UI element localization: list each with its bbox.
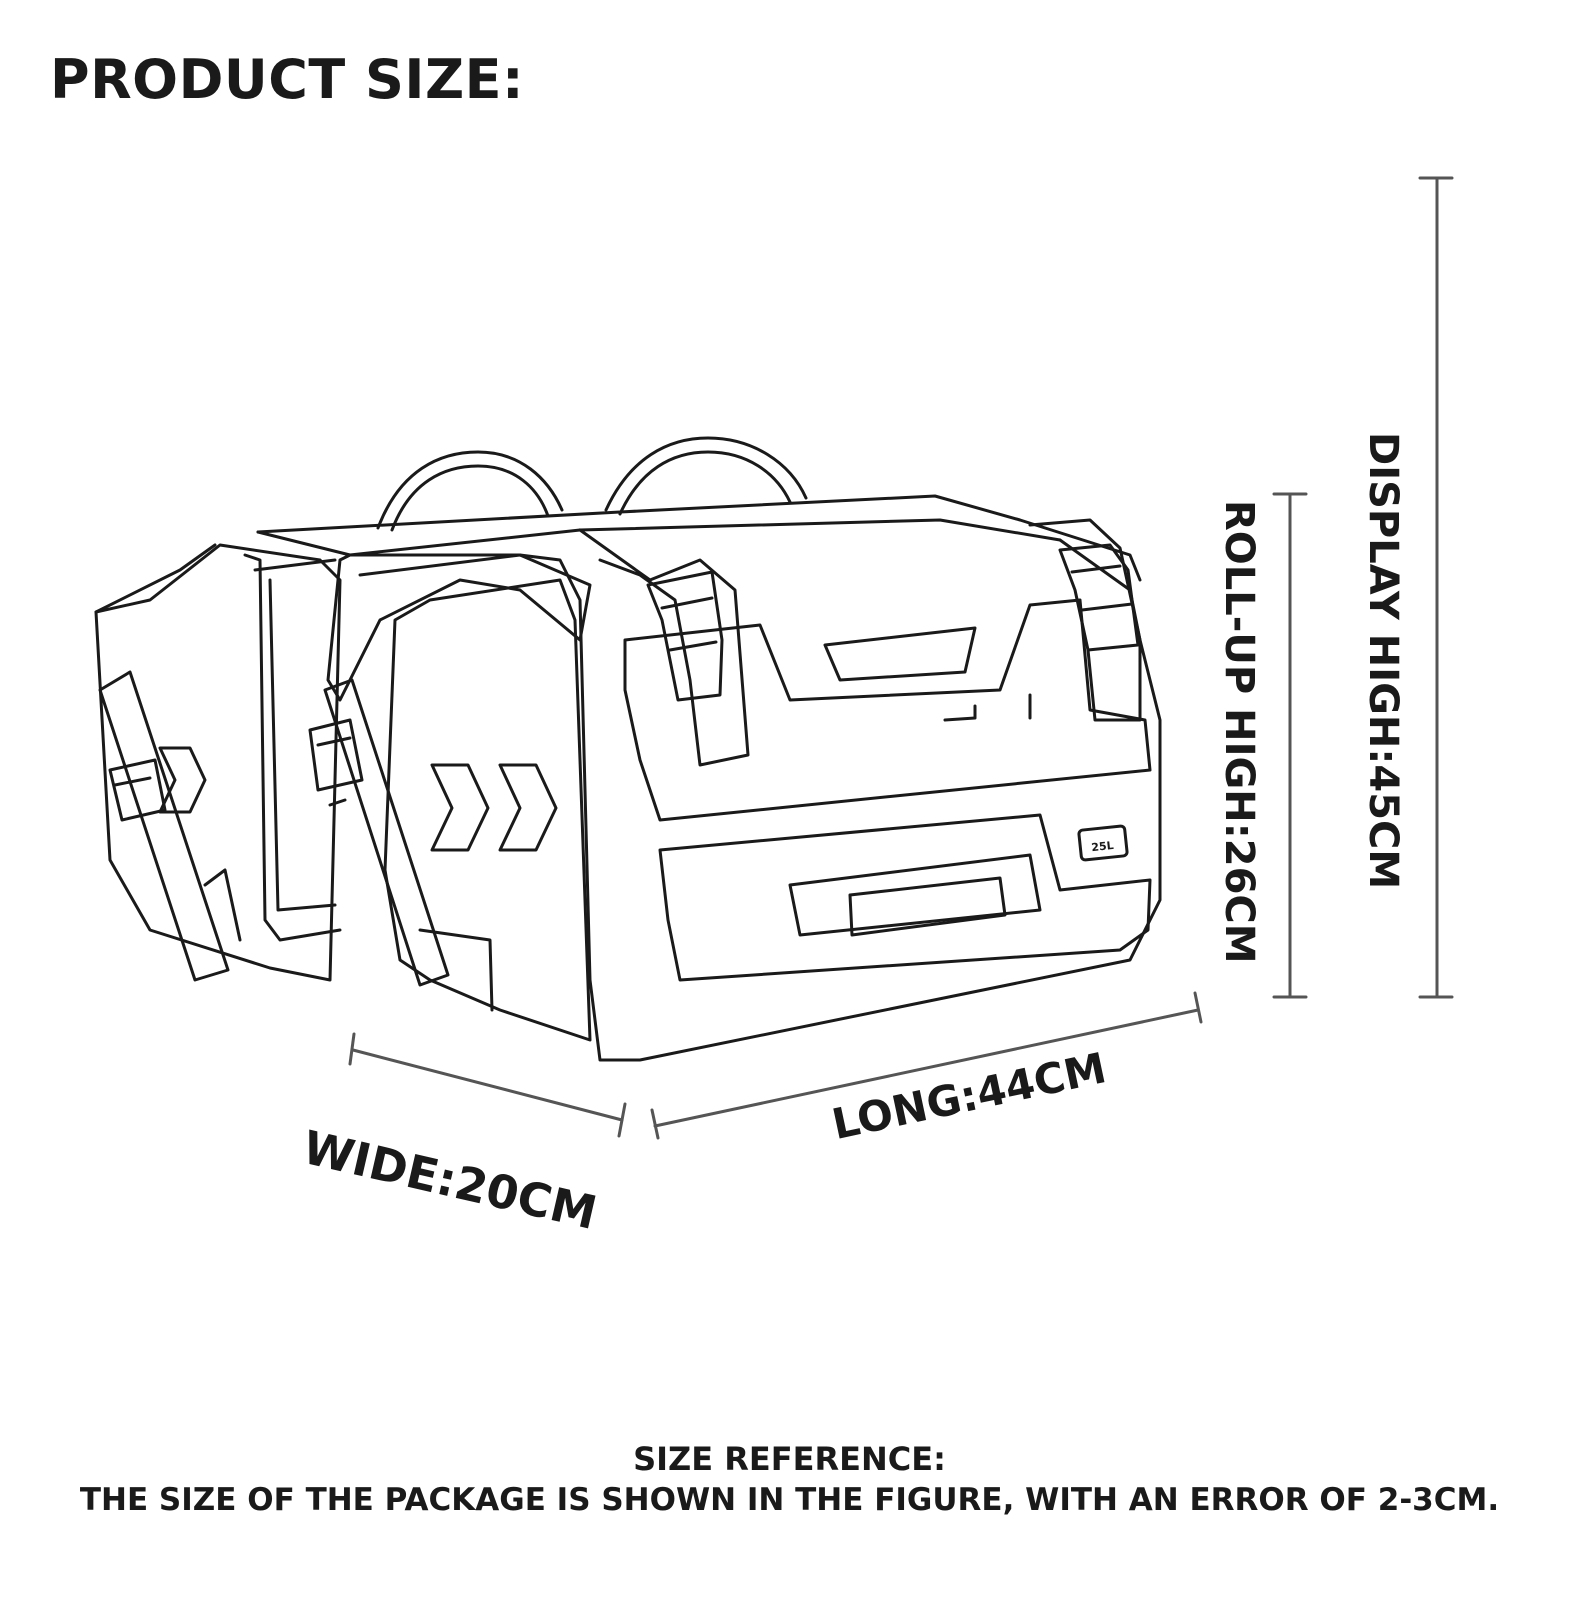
page-title: PRODUCT SIZE:: [50, 48, 525, 111]
chevron-2: [498, 763, 558, 852]
display-high-label: DISPLAY HIGH:45CM: [1360, 432, 1406, 890]
roll-up-high-label: ROLL-UP HIGH:26CM: [1216, 500, 1262, 964]
wide-line: [351, 1048, 624, 1122]
chevron-1: [430, 763, 490, 852]
bottom-handle-slot: [848, 876, 1007, 937]
right-buckle: [1058, 543, 1140, 652]
center-buckle: [646, 570, 724, 702]
front-handle: [604, 436, 808, 512]
rear-bag: [94, 543, 342, 982]
size-reference-heading: SIZE REFERENCE:: [633, 1440, 946, 1478]
size-reference-note: THE SIZE OF THE PACKAGE IS SHOWN IN THE …: [79, 1482, 1500, 1518]
long-line: [653, 1008, 1200, 1128]
top-lid: [256, 494, 1142, 582]
brand-badge: [1077, 824, 1129, 862]
front-bag: [358, 538, 1162, 1062]
top-handle-slot: [823, 626, 977, 682]
rear-handle: [376, 450, 564, 530]
brand-badge-text: 25L: [1091, 839, 1115, 854]
